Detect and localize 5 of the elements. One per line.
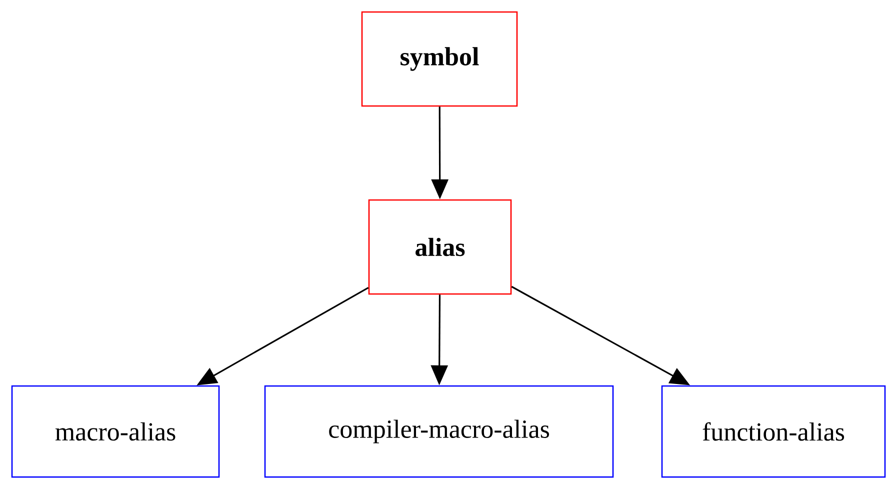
entity-box: compiler-macro-alias bbox=[264, 385, 614, 478]
entity-box: macro-alias bbox=[11, 385, 220, 478]
entity-box: function-alias bbox=[661, 385, 886, 478]
entity-box: alias bbox=[368, 199, 512, 295]
entity-box: symbol bbox=[361, 11, 518, 107]
